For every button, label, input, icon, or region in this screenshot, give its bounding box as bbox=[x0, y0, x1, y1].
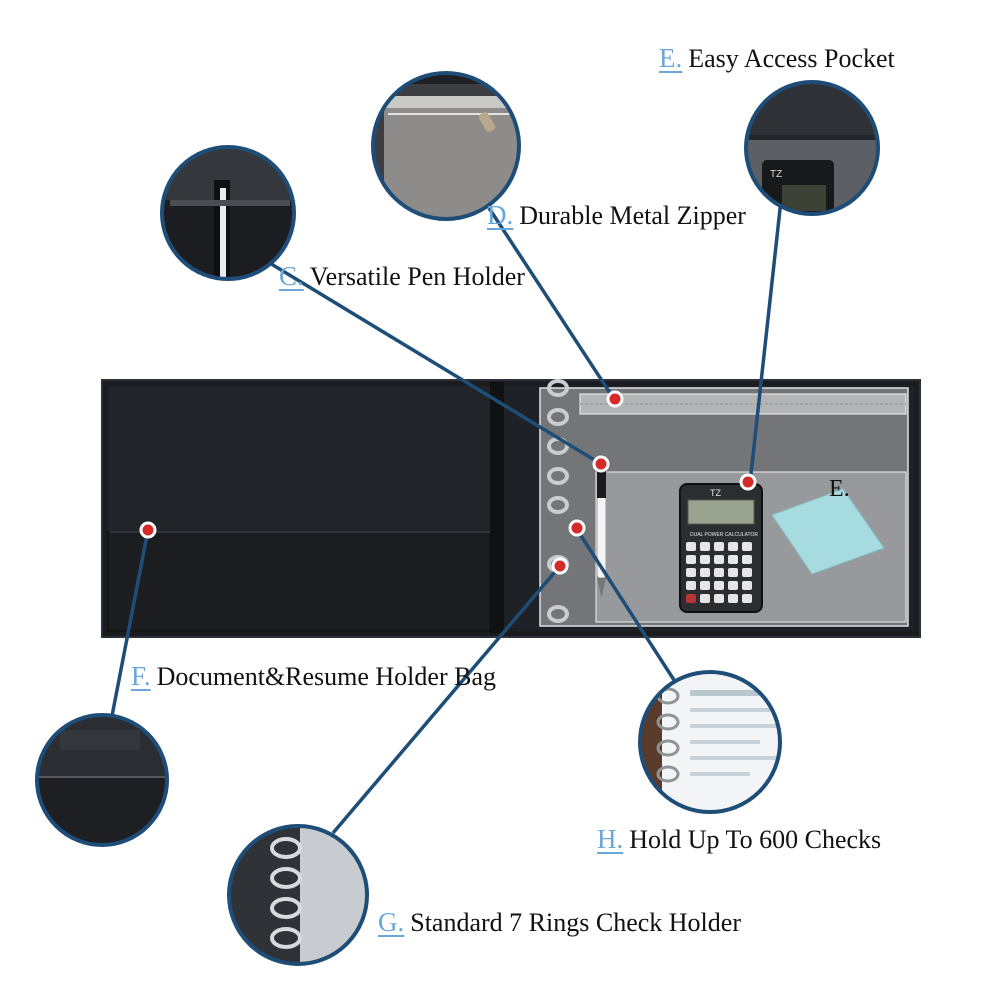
calculator-key bbox=[742, 594, 752, 603]
calculator-key bbox=[714, 568, 724, 577]
callout-g-letter: G. bbox=[378, 907, 405, 937]
calculator-key bbox=[728, 581, 738, 590]
callout-g: G.Standard 7 Rings Check Holder bbox=[378, 909, 741, 936]
calculator-key bbox=[728, 568, 738, 577]
marker-e bbox=[739, 473, 757, 491]
detail-bubble-d bbox=[371, 71, 521, 221]
binder-spine bbox=[490, 382, 504, 634]
calculator-key bbox=[728, 542, 738, 551]
svg-text:TZ: TZ bbox=[770, 169, 782, 180]
calculator-key bbox=[742, 542, 752, 551]
binder-rings bbox=[547, 379, 569, 623]
callout-c-text: Versatile Pen Holder bbox=[309, 262, 525, 291]
calculator-key bbox=[742, 568, 752, 577]
calculator-key bbox=[700, 568, 710, 577]
callout-h: H.Hold Up To 600 Checks bbox=[597, 826, 881, 853]
calculator-key bbox=[700, 555, 710, 564]
leader-line-f bbox=[110, 529, 150, 717]
leader-line-e bbox=[748, 199, 783, 484]
callout-d-letter: D. bbox=[487, 200, 514, 230]
binder: TZ DUAL POWER CALCULATOR bbox=[101, 379, 921, 638]
leader-line-h bbox=[574, 527, 676, 681]
calculator-model: DUAL POWER CALCULATOR bbox=[690, 532, 758, 538]
leader-lines bbox=[110, 199, 783, 835]
callout-f-text: Document&Resume Holder Bag bbox=[156, 662, 496, 691]
callout-h-letter: H. bbox=[597, 824, 624, 854]
calculator-key bbox=[714, 555, 724, 564]
leader-line-d bbox=[487, 207, 616, 400]
calculator-key bbox=[686, 542, 696, 551]
callout-d-text: Durable Metal Zipper bbox=[519, 201, 746, 230]
calculator-key bbox=[728, 555, 738, 564]
calculator-key bbox=[686, 594, 696, 603]
pen bbox=[596, 469, 607, 598]
callout-e: E.Easy Access Pocket bbox=[659, 45, 895, 72]
calculator-keypad bbox=[686, 542, 752, 603]
calculator-key bbox=[742, 581, 752, 590]
calculator-key bbox=[714, 581, 724, 590]
calculator-key bbox=[700, 542, 710, 551]
calculator-key bbox=[714, 542, 724, 551]
calculator-key bbox=[742, 555, 752, 564]
callout-e-letter: E. bbox=[659, 43, 683, 73]
floating-letter-e: E. bbox=[829, 476, 850, 502]
calculator-key bbox=[686, 555, 696, 564]
marker-f bbox=[139, 521, 157, 539]
calculator-key bbox=[728, 594, 738, 603]
calculator: TZ DUAL POWER CALCULATOR bbox=[679, 483, 763, 613]
marker-d bbox=[606, 390, 624, 408]
callout-f-letter: F. bbox=[131, 661, 151, 691]
detail-bubble-g bbox=[227, 824, 369, 966]
detail-bubble-e: TZ bbox=[744, 80, 880, 216]
callout-c: C.Versatile Pen Holder bbox=[279, 263, 525, 290]
callout-d: D.Durable Metal Zipper bbox=[487, 202, 746, 229]
detail-bubble-f bbox=[35, 713, 169, 847]
calculator-key bbox=[686, 568, 696, 577]
calculator-key bbox=[700, 594, 710, 603]
marker-h bbox=[568, 519, 586, 537]
calculator-key bbox=[686, 581, 696, 590]
calculator-key bbox=[714, 594, 724, 603]
callout-f: F.Document&Resume Holder Bag bbox=[131, 663, 496, 690]
leader-line-c bbox=[267, 260, 602, 466]
markers bbox=[139, 390, 757, 575]
document-pocket bbox=[107, 531, 491, 632]
callout-h-text: Hold Up To 600 Checks bbox=[629, 825, 882, 854]
calculator-brand: TZ bbox=[710, 488, 721, 498]
leader-line-g bbox=[331, 564, 562, 835]
callout-e-text: Easy Access Pocket bbox=[688, 44, 895, 73]
marker-c bbox=[592, 455, 610, 473]
callout-c-letter: C. bbox=[279, 261, 304, 291]
calculator-key bbox=[700, 581, 710, 590]
marker-g bbox=[551, 557, 569, 575]
detail-bubble-h bbox=[638, 670, 782, 814]
callout-g-text: Standard 7 Rings Check Holder bbox=[410, 908, 741, 937]
sticky-note bbox=[771, 488, 885, 575]
